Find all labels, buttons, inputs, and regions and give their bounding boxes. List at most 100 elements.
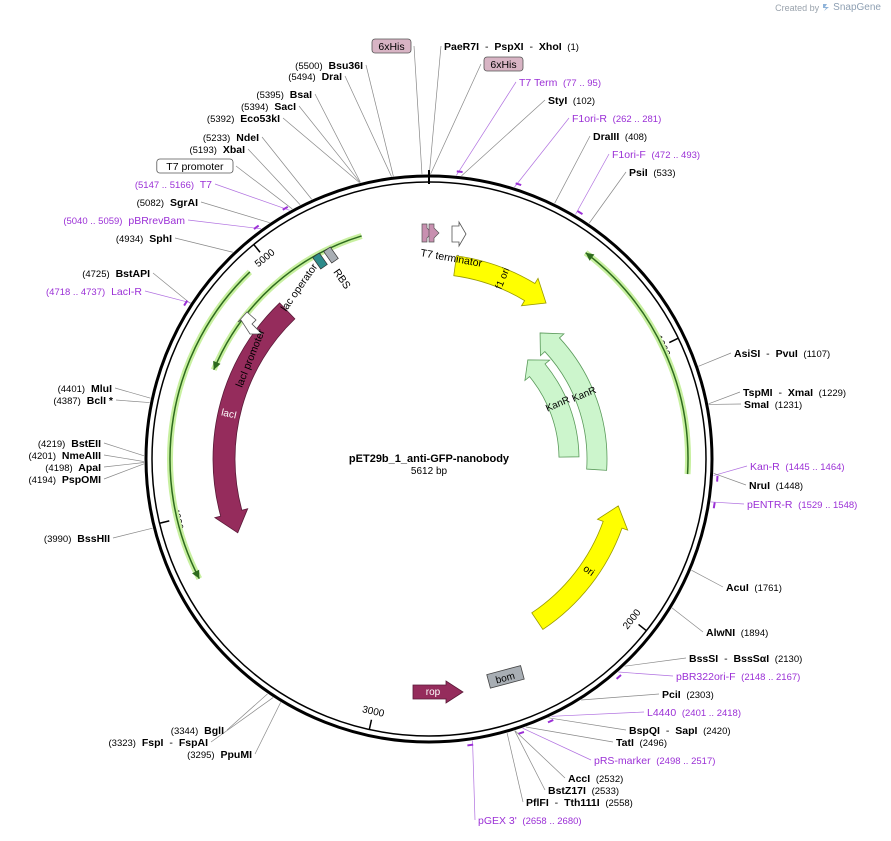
label-eco53ki[interactable]: (5392) Eco53kI xyxy=(207,113,280,125)
label-mlui[interactable]: (4401) MluI xyxy=(58,383,112,395)
label-fspi[interactable]: (3323) FspI - FspAI xyxy=(109,737,209,749)
label-t7-promoter[interactable]: T7 promoter xyxy=(156,158,234,174)
label-kan-r[interactable]: Kan-R (1445 .. 1464) xyxy=(750,461,845,473)
label-pspomi[interactable]: (4194) PspOMI xyxy=(29,474,102,486)
feature-ori[interactable] xyxy=(531,505,629,631)
label-bsssi[interactable]: BssSI - BssSαI (2130) xyxy=(689,653,802,665)
label-text: AccI (2532) xyxy=(568,773,623,785)
label-sep2: - xyxy=(527,41,534,53)
label-pgex-3-[interactable]: pGEX 3' (2658 .. 2680) xyxy=(478,815,582,827)
label-ppumi[interactable]: (3295) PpuMI xyxy=(187,749,252,761)
label-f1ori-r[interactable]: F1ori-R (262 .. 281) xyxy=(572,113,661,125)
label-saci[interactable]: (5394) SacI xyxy=(241,101,296,113)
label-pos-text: (5500) xyxy=(295,61,322,72)
label-f1ori-f[interactable]: F1ori-F (472 .. 493) xyxy=(612,149,700,161)
label-apai[interactable]: (4198) ApaI xyxy=(45,462,101,474)
label-tati[interactable]: TatI (2496) xyxy=(616,737,667,749)
label-6xhis[interactable]: 6xHis xyxy=(483,56,524,72)
label-text: (4401) MluI xyxy=(58,383,112,395)
label-sgrai[interactable]: (5082) SgrAI xyxy=(137,197,198,209)
label-sep: - xyxy=(663,725,670,737)
label-styi[interactable]: StyI (102) xyxy=(548,95,595,107)
label-name: Bsu36I xyxy=(326,60,363,72)
label-draiii[interactable]: DraIII (408) xyxy=(593,131,647,143)
label-pentr-r[interactable]: pENTR-R (1529 .. 1548) xyxy=(747,499,857,511)
label-bspqi[interactable]: BspQI - SapI (2420) xyxy=(629,725,731,737)
label-pbrrevbam[interactable]: (5040 .. 5059) pBRrevBam xyxy=(63,215,185,227)
label-t7-term[interactable]: T7 Term (77 .. 95) xyxy=(519,77,601,89)
feature-rop[interactable] xyxy=(412,680,464,704)
orf-arc xyxy=(585,252,689,475)
label-tspmi[interactable]: TspMI - XmaI (1229) xyxy=(743,387,846,399)
label-pos-text: (4934) xyxy=(116,234,143,245)
label-box xyxy=(156,158,234,174)
rbs-box xyxy=(323,246,339,264)
label-bgli[interactable]: (3344) BglI xyxy=(171,725,224,737)
scale-tick xyxy=(253,244,261,253)
label-alwni[interactable]: AlwNI (1894) xyxy=(706,627,768,639)
label-text: (5233) NdeI xyxy=(203,132,259,144)
label-bstapi[interactable]: (4725) BstAPI xyxy=(82,268,150,280)
label-text: pGEX 3' (2658 .. 2680) xyxy=(478,815,582,827)
label-name: PflFI xyxy=(526,797,549,809)
label-pos-text: (3990) xyxy=(44,534,71,545)
label-text: (3344) BglI xyxy=(171,725,224,737)
leader-line xyxy=(187,219,262,230)
label-sphi[interactable]: (4934) SphI xyxy=(116,233,172,245)
leader-line xyxy=(698,352,732,367)
label-text: (4219) BstEII xyxy=(38,438,101,450)
lac-operator-box xyxy=(312,252,328,270)
label-bsteii[interactable]: (4219) BstEII xyxy=(38,438,101,450)
feature-label: rop xyxy=(426,687,441,698)
label-name: NdeI xyxy=(233,132,259,144)
feature-kanr[interactable] xyxy=(524,359,580,458)
label-name: pBRrevBam xyxy=(125,215,185,227)
feature-f1-ori[interactable] xyxy=(453,255,547,307)
label-acui[interactable]: AcuI (1761) xyxy=(726,582,782,594)
label-acci[interactable]: AccI (2532) xyxy=(568,773,623,785)
label-pbr322ori-f[interactable]: pBR322ori-F (2148 .. 2167) xyxy=(676,671,800,683)
label-pos-text: (5394) xyxy=(241,102,268,113)
label-bsu36i[interactable]: (5500) Bsu36I xyxy=(295,60,363,72)
leader-line xyxy=(514,730,566,779)
feature-laci[interactable] xyxy=(212,302,296,534)
lac-operator-label: lac operator xyxy=(279,261,321,314)
label-name: SacI xyxy=(271,101,296,113)
label-t7[interactable]: (5147 .. 5166) T7 xyxy=(135,179,212,191)
label-drai[interactable]: (5494) DraI xyxy=(288,71,342,83)
label-text: (4718 .. 4737) LacI-R xyxy=(46,286,142,298)
label-ndei[interactable]: (5233) NdeI xyxy=(203,132,259,144)
leader-line xyxy=(103,454,145,462)
label-range: (2498 .. 2517) xyxy=(654,756,716,767)
label-asisi[interactable]: AsiSI - PvuI (1107) xyxy=(734,348,830,360)
label-bstz17i[interactable]: BstZ17I (2533) xyxy=(548,785,619,797)
label-smai[interactable]: SmaI (1231) xyxy=(744,399,802,411)
label-bsshii[interactable]: (3990) BssHII xyxy=(44,533,110,545)
leader-line xyxy=(618,671,674,677)
label-psii[interactable]: PsiI (533) xyxy=(629,167,676,179)
feature-label: lacI xyxy=(220,407,238,421)
label-bsai[interactable]: (5395) BsaI xyxy=(256,89,312,101)
label-name3: XhoI xyxy=(536,41,562,53)
label-laci-r[interactable]: (4718 .. 4737) LacI-R xyxy=(46,286,142,298)
label-pflfi[interactable]: PflFI - Tth111I (2558) xyxy=(526,797,633,809)
label-xbai[interactable]: (5193) XbaI xyxy=(189,144,245,156)
label-pos-text: (4198) xyxy=(45,463,72,474)
label-nmeaiii[interactable]: (4201) NmeAIII xyxy=(29,450,102,462)
label-bcli-[interactable]: (4387) BclI * xyxy=(53,395,114,407)
label-paer7i[interactable]: PaeR7I - PspXI - XhoI (1) xyxy=(444,41,579,53)
label-pos-text: (1448) xyxy=(773,481,803,492)
leader-line xyxy=(428,45,442,175)
label-box xyxy=(371,38,412,54)
label-nrui[interactable]: NruI (1448) xyxy=(749,480,803,492)
label-6xhis[interactable]: 6xHis xyxy=(371,38,412,54)
label-pcii[interactable]: PciI (2303) xyxy=(662,689,714,701)
label-l4440[interactable]: L4440 (2401 .. 2418) xyxy=(647,707,741,719)
label-prs-marker[interactable]: pRS-marker (2498 .. 2517) xyxy=(594,755,715,767)
plasmid-name[interactable]: pET29b_1_anti-GFP-nanobody xyxy=(349,453,510,465)
feature-bom[interactable] xyxy=(486,665,525,689)
label-pos-text: (5395) xyxy=(256,90,283,101)
feature-kanr[interactable] xyxy=(539,332,608,471)
label-text: (5392) Eco53kI xyxy=(207,113,280,125)
